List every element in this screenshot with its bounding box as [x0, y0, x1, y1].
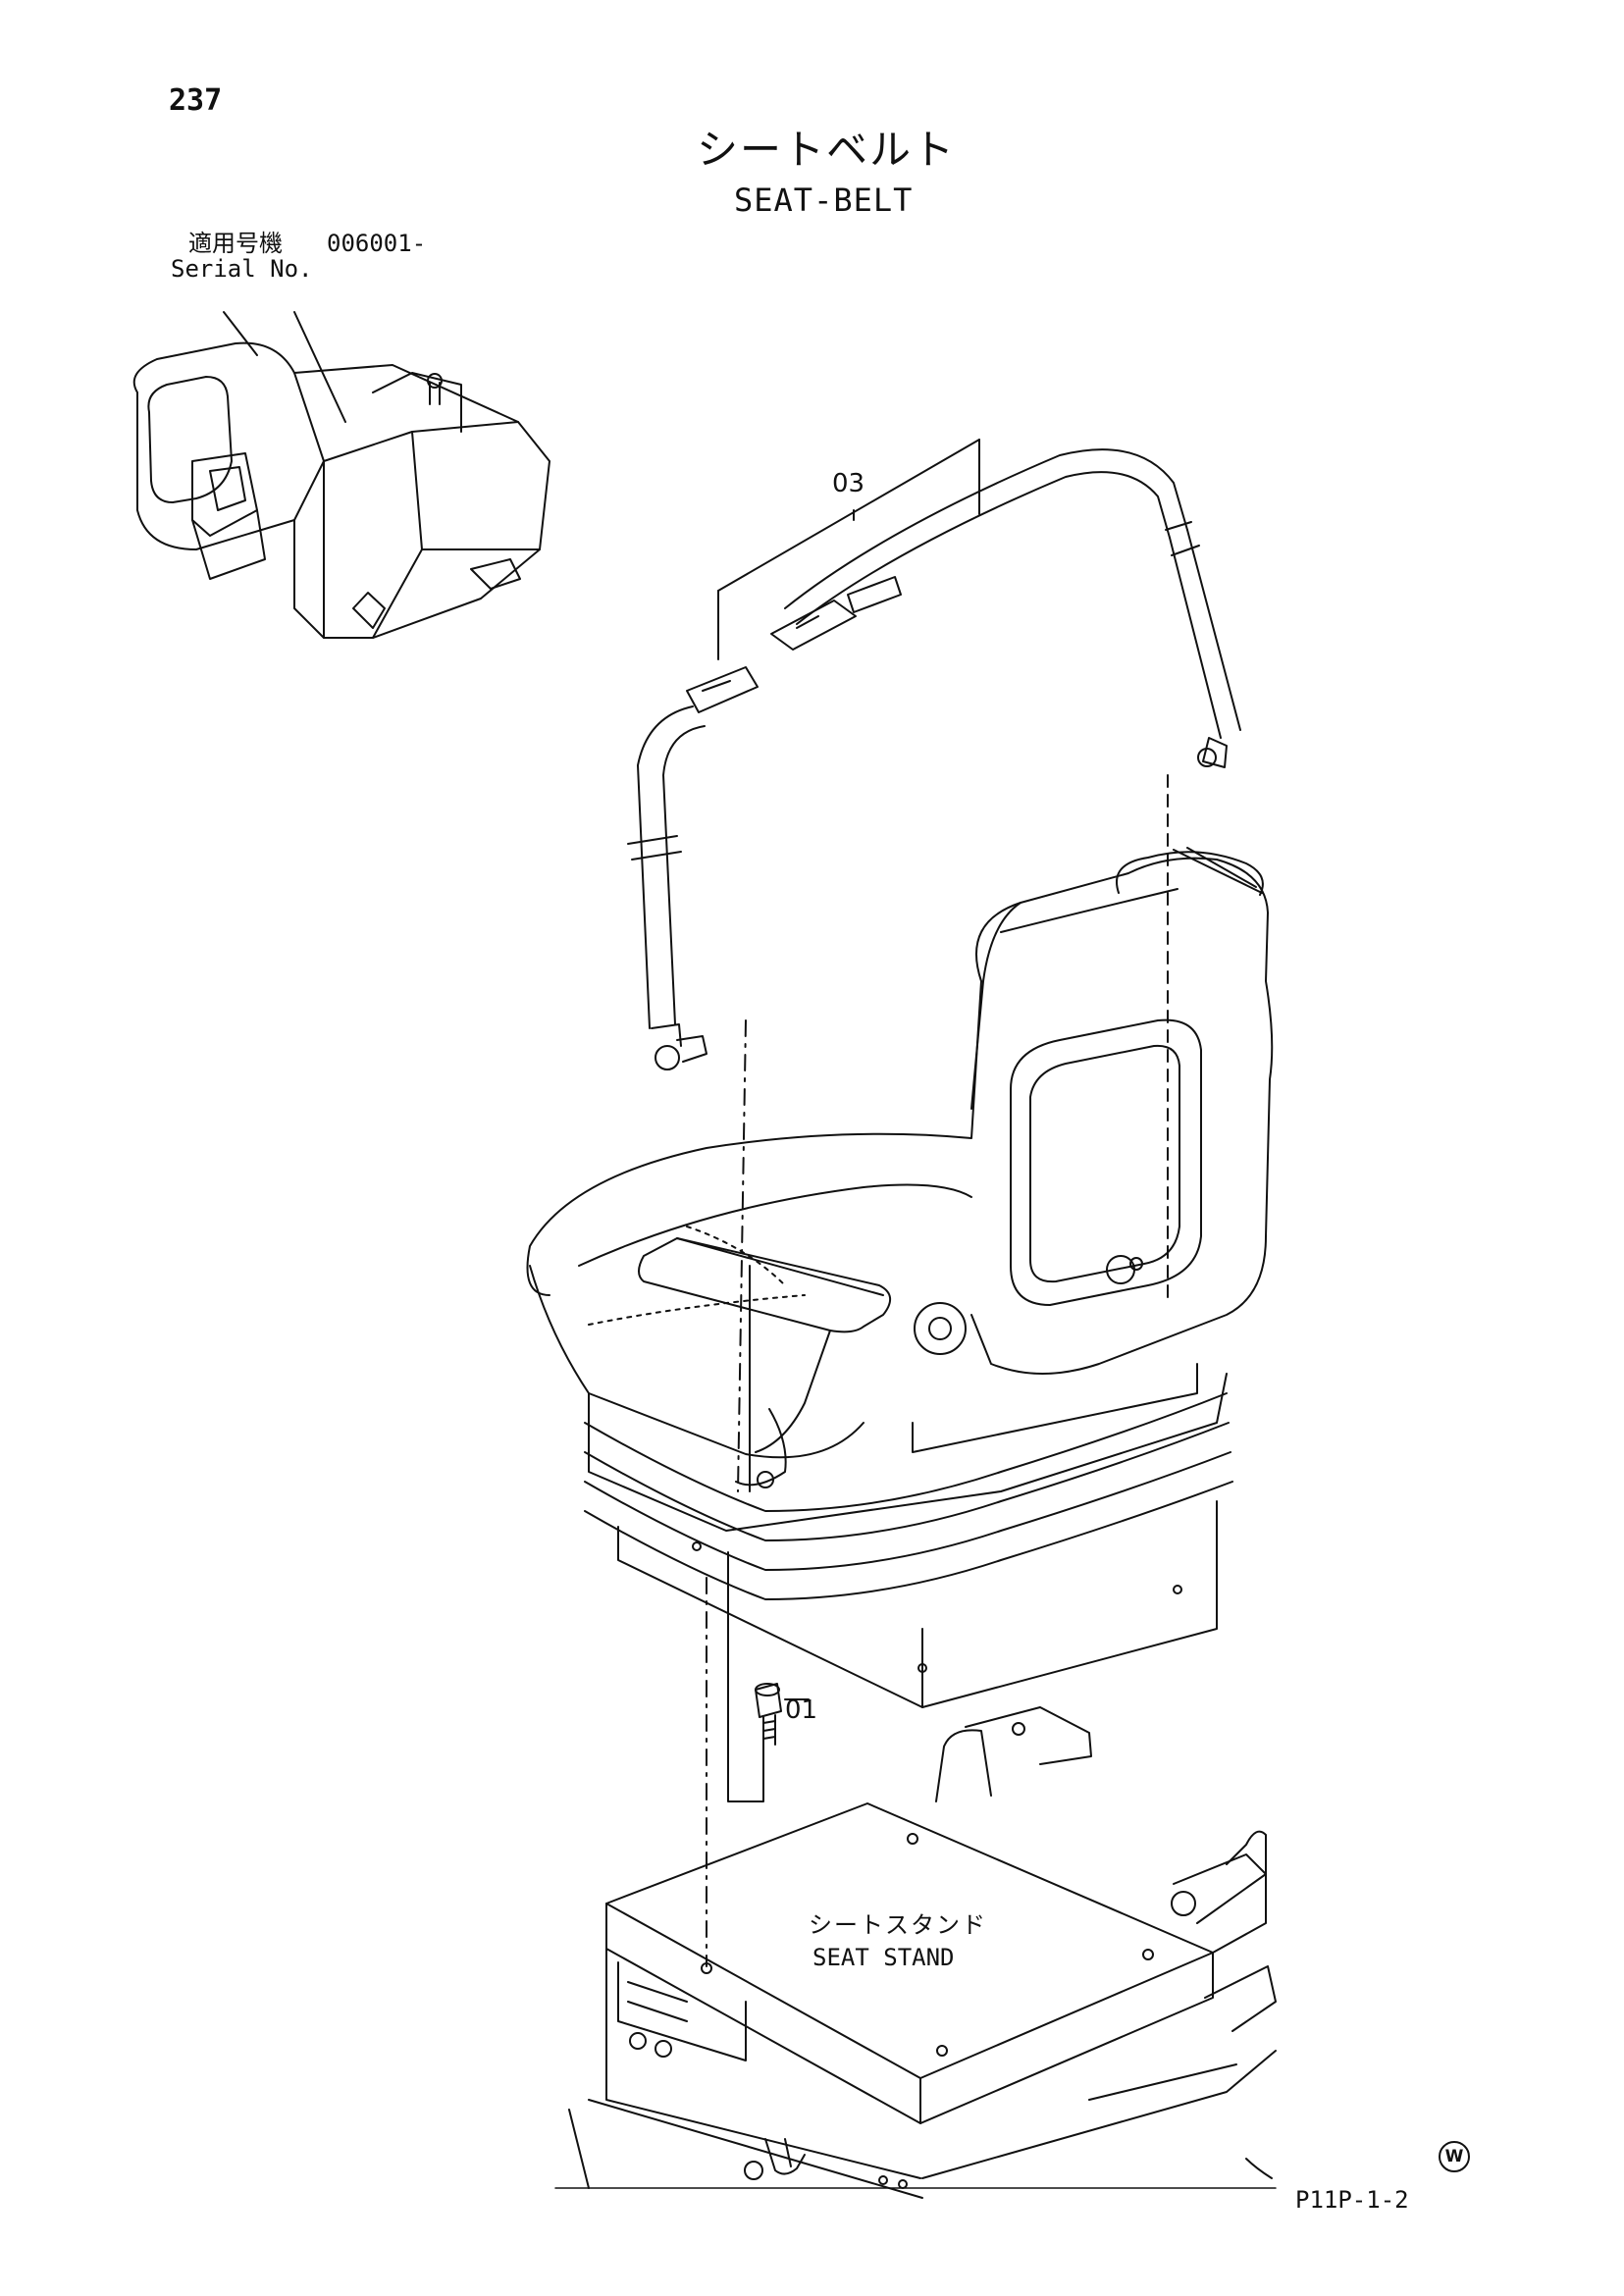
drawing-code: P11P-1-2 — [1295, 2186, 1409, 2214]
w-mark-icon: W — [1439, 2141, 1470, 2172]
seat-belt-illustration — [627, 448, 1241, 1070]
page-title-english: SEAT-BELT — [734, 182, 914, 219]
bolt-01-illustration — [755, 1683, 810, 1748]
seat-stand-label-japanese: シートスタンド — [809, 1911, 987, 1939]
seat-stand-label-english: SEAT STAND — [812, 1944, 955, 1971]
serial-label-english: Serial No. — [171, 255, 313, 283]
seat-stand-illustration — [554, 1706, 1277, 2199]
bolt-guide-bracket — [727, 1551, 764, 1802]
mounting-guide-lines — [706, 774, 1169, 1967]
serial-number-range: 006001- — [327, 230, 427, 257]
page-title-japanese: シートベルト — [697, 126, 957, 174]
serial-label-japanese: 適用号機 — [188, 230, 283, 257]
callout-part-01: 01 — [785, 1696, 818, 1725]
operator-seat-illustration — [526, 847, 1274, 1708]
page-number: 237 — [169, 83, 223, 118]
machine-overview-illustration — [132, 311, 550, 639]
belt-callout-bracket — [717, 439, 980, 660]
callout-part-03: 03 — [832, 469, 865, 498]
